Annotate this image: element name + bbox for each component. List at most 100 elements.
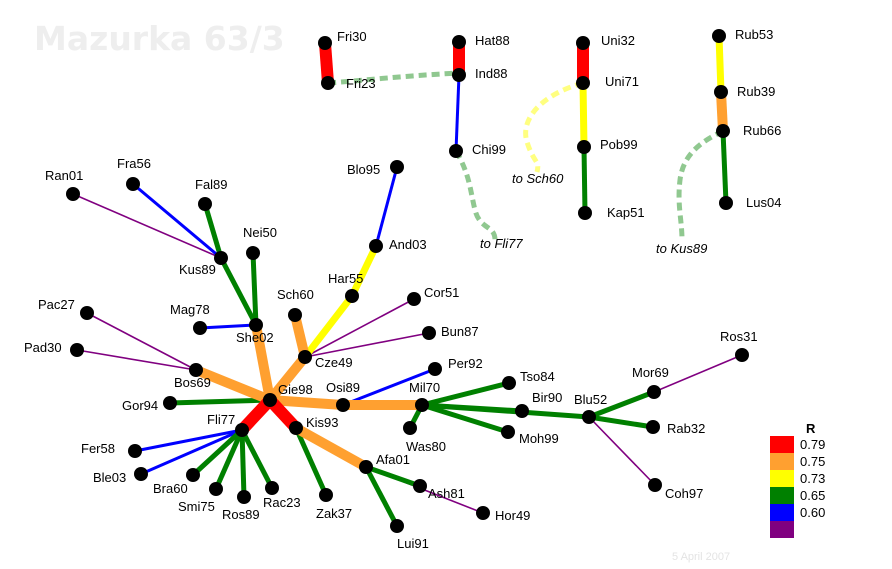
node-kis93[interactable]: Kis93 (289, 415, 339, 435)
node-har55[interactable]: Har55 (328, 271, 363, 303)
node-marker (403, 421, 417, 435)
edge-uni71-pob99 (579, 82, 588, 148)
node-hor49[interactable]: Hor49 (476, 506, 530, 523)
node-label: Rub39 (737, 84, 775, 99)
node-label: Afa01 (376, 452, 410, 467)
edge-and03-blo95 (374, 166, 399, 247)
node-gor94[interactable]: Gor94 (122, 396, 177, 413)
node-marker (359, 460, 373, 474)
edge-kis93-zak37 (293, 426, 329, 497)
node-marker (235, 423, 249, 437)
node-fer58[interactable]: Fer58 (81, 441, 142, 458)
node-label: Sch60 (277, 287, 314, 302)
node-rab32[interactable]: Rab32 (646, 420, 705, 436)
node-bra60[interactable]: Bra60 (153, 468, 200, 496)
node-uni32[interactable]: Uni32 (576, 33, 635, 50)
node-marker (298, 350, 312, 364)
edge-ind88-chi99 (454, 74, 461, 152)
node-chi99[interactable]: Chi99 (449, 142, 506, 158)
node-fli77[interactable]: Fli77 (207, 412, 249, 437)
node-ble03[interactable]: Ble03 (93, 467, 148, 485)
node-kus89[interactable]: Kus89 (179, 251, 228, 277)
edge-she02-mag78 (199, 323, 257, 330)
node-nei50[interactable]: Nei50 (243, 225, 277, 260)
node-marker (582, 410, 596, 424)
node-she02[interactable]: She02 (236, 318, 274, 345)
node-marker (476, 506, 490, 520)
node-gie98[interactable]: Gie98 (263, 382, 313, 407)
node-marker (413, 479, 427, 493)
node-pob99[interactable]: Pob99 (577, 137, 638, 154)
node-fri30[interactable]: Fri30 (318, 29, 367, 50)
node-label: Pob99 (600, 137, 638, 152)
node-fra56[interactable]: Fra56 (117, 156, 151, 191)
node-cor51[interactable]: Cor51 (407, 285, 459, 306)
edge-bos69-pac27 (86, 312, 197, 371)
node-ran01[interactable]: Ran01 (45, 168, 83, 201)
edge-mil70-tso84 (421, 380, 510, 408)
node-and03[interactable]: And03 (369, 237, 427, 253)
node-cze49[interactable]: Cze49 (298, 350, 353, 370)
node-hat88[interactable]: Hat88 (452, 33, 510, 49)
node-marker (716, 124, 730, 138)
node-bir90[interactable]: Bir90 (515, 390, 562, 418)
node-marker (214, 251, 228, 265)
node-label: Rac23 (263, 495, 301, 510)
node-label: Cze49 (315, 355, 353, 370)
node-mor69[interactable]: Mor69 (632, 365, 669, 399)
node-moh99[interactable]: Moh99 (501, 425, 559, 446)
node-label: Lui91 (397, 536, 429, 551)
node-marker (578, 206, 592, 220)
edge-fli77-bra60 (191, 428, 244, 477)
node-bos69[interactable]: Bos69 (174, 363, 211, 390)
node-lus04[interactable]: Lus04 (719, 195, 781, 210)
node-rub66[interactable]: Rub66 (716, 123, 781, 138)
node-pad30[interactable]: Pad30 (24, 340, 84, 357)
node-uni71[interactable]: Uni71 (576, 74, 639, 90)
node-afa01[interactable]: Afa01 (359, 452, 410, 474)
node-sch60[interactable]: Sch60 (277, 287, 314, 322)
node-tso84[interactable]: Tso84 (502, 369, 555, 390)
edge-fli77-rac23 (239, 428, 275, 490)
node-pac27[interactable]: Pac27 (38, 297, 94, 320)
node-fri23[interactable]: Fri23 (321, 76, 376, 91)
node-bun87[interactable]: Bun87 (422, 324, 479, 340)
node-fal89[interactable]: Fal89 (195, 177, 228, 211)
node-marker (502, 376, 516, 390)
node-label: Mor69 (632, 365, 669, 380)
node-kap51[interactable]: Kap51 (578, 205, 645, 220)
node-marker (576, 76, 590, 90)
external-link-fri23 (327, 70, 460, 86)
node-rac23[interactable]: Rac23 (263, 481, 301, 510)
legend-swatch (770, 470, 794, 487)
node-blo95[interactable]: Blo95 (347, 160, 404, 177)
node-rub53[interactable]: Rub53 (712, 27, 773, 43)
node-mag78[interactable]: Mag78 (170, 302, 210, 335)
node-osi89[interactable]: Osi89 (326, 380, 360, 412)
node-label: Mil70 (409, 380, 440, 395)
node-label: Cor51 (424, 285, 459, 300)
node-marker (80, 306, 94, 320)
edge-rub66-lus04 (720, 130, 729, 204)
node-marker (407, 292, 421, 306)
node-rub39[interactable]: Rub39 (714, 84, 775, 99)
node-lui91[interactable]: Lui91 (390, 519, 429, 551)
node-smi75[interactable]: Smi75 (178, 482, 223, 514)
node-zak37[interactable]: Zak37 (316, 488, 352, 521)
node-label: Tso84 (520, 369, 555, 384)
node-marker (265, 481, 279, 495)
node-mil70[interactable]: Mil70 (409, 380, 440, 412)
node-label: Kap51 (607, 205, 645, 220)
node-ros31[interactable]: Ros31 (720, 329, 758, 362)
node-per92[interactable]: Per92 (428, 356, 483, 376)
node-label: She02 (236, 330, 274, 345)
node-label: Har55 (328, 271, 363, 286)
node-ash81[interactable]: Ash81 (413, 479, 465, 501)
node-ind88[interactable]: Ind88 (452, 66, 508, 82)
node-coh97[interactable]: Coh97 (648, 478, 703, 501)
legend-label: 0.75 (800, 454, 825, 469)
node-blu52[interactable]: Blu52 (574, 392, 607, 424)
node-was80[interactable]: Was80 (403, 421, 446, 454)
node-ros89[interactable]: Ros89 (222, 490, 260, 522)
